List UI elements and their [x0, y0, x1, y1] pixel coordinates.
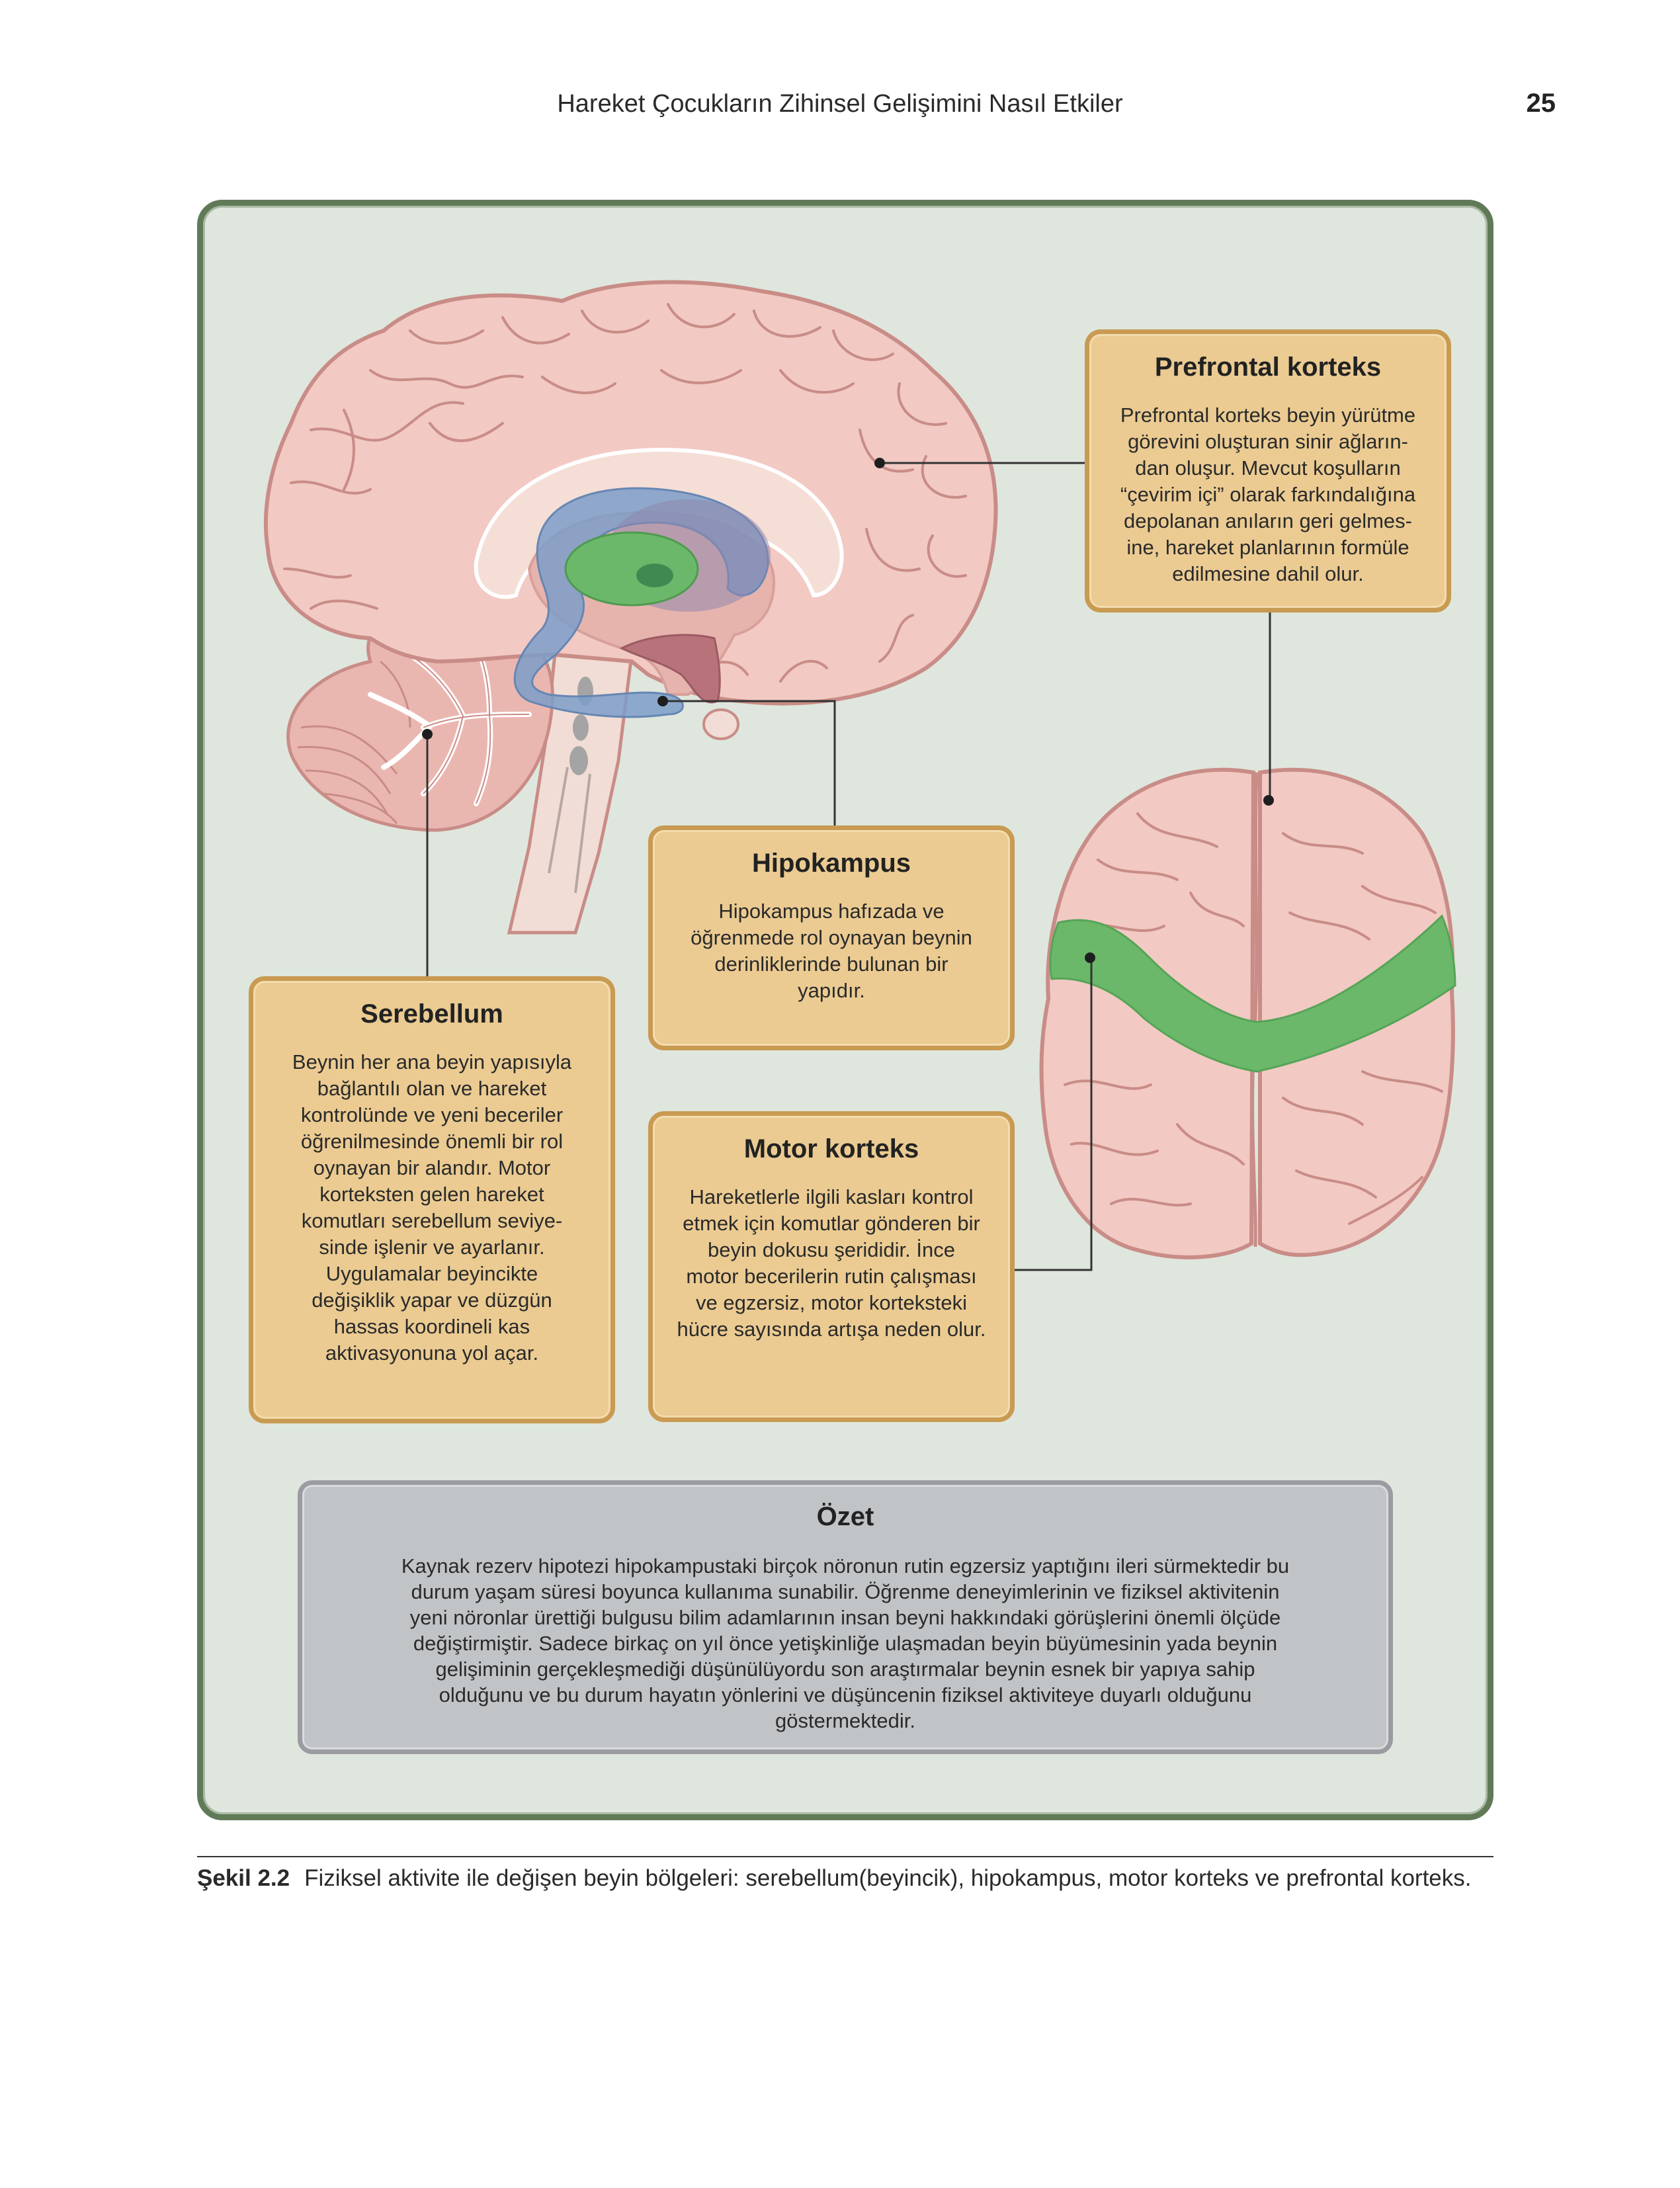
motor-leader — [1012, 958, 1093, 1271]
summary-text: Kaynak rezerv hipotezi hipokampustaki bi… — [401, 1554, 1290, 1732]
top-view-brain — [1039, 767, 1456, 1259]
brainstem-nucleus — [569, 746, 588, 775]
figure-label: Şekil 2.2 — [197, 1865, 290, 1891]
callout-serebellum: Serebellum Beynin her ana beyin yapısıyl… — [249, 976, 615, 1423]
page-number: 25 — [1526, 89, 1556, 118]
spinal-tract — [548, 767, 569, 874]
motor-cortex-band — [1049, 914, 1456, 1073]
callout-hipokampus-title: Hipokampus — [751, 849, 911, 878]
callout-prefrontal-text: Prefrontal korteks beyin yürütme görevin… — [1120, 403, 1416, 585]
summary-box: Özet Kaynak rezerv hipotezi hipokampusta… — [298, 1480, 1393, 1754]
brainstem-nucleus — [573, 714, 589, 741]
prefrontal-topview-dot — [1263, 795, 1274, 806]
leader-lines — [426, 462, 1271, 1271]
callout-prefrontal-title: Prefrontal korteks — [1154, 353, 1382, 382]
hipokampus-dot — [657, 696, 668, 706]
leader-dots — [422, 458, 1274, 963]
figure-caption: Şekil 2.2 Fiziksel aktivite ile değişen b… — [197, 1864, 1493, 1893]
callout-serebellum-text: Beynin her ana beyin yapısıyla bağlantıl… — [292, 1050, 572, 1365]
cerebellum-folia — [297, 660, 411, 824]
basal-ganglia-highlight — [564, 531, 699, 607]
motor-dot — [1085, 952, 1095, 963]
callout-prefrontal: Prefrontal korteks Prefrontal korteks be… — [1085, 329, 1451, 612]
brainstem — [507, 646, 634, 935]
spinal-tract — [574, 773, 591, 894]
pituitary — [702, 708, 739, 740]
top-view-gyri — [1064, 812, 1443, 1225]
callout-motor-title: Motor korteks — [743, 1134, 919, 1163]
serebellum-dot — [422, 729, 433, 739]
callout-hipokampus-text: Hipokampus hafızada ve öğrenmede rol oyn… — [691, 900, 972, 1002]
running-title: Hareket Çocukların Zihinsel Gelişimini N… — [557, 90, 1123, 118]
hipokampus-leader — [661, 700, 836, 825]
figure-caption-text: Fiziksel aktivite ile değişen beyin bölg… — [304, 1865, 1472, 1891]
summary-title: Özet — [816, 1502, 874, 1531]
caption-rule — [197, 1856, 1493, 1857]
sagittal-brain — [263, 280, 998, 935]
basal-ganglia-core — [636, 564, 673, 587]
callout-motor-text: Hareketlerle ilgili kasları kontrol etme… — [677, 1185, 986, 1341]
prefrontal-dot — [874, 458, 885, 468]
callout-hipokampus: Hipokampus Hipokampus hafızada ve öğrenm… — [648, 825, 1015, 1050]
callout-motor: Motor korteks Hareketlerle ilgili kaslar… — [648, 1111, 1015, 1422]
callout-serebellum-title: Serebellum — [360, 999, 503, 1029]
